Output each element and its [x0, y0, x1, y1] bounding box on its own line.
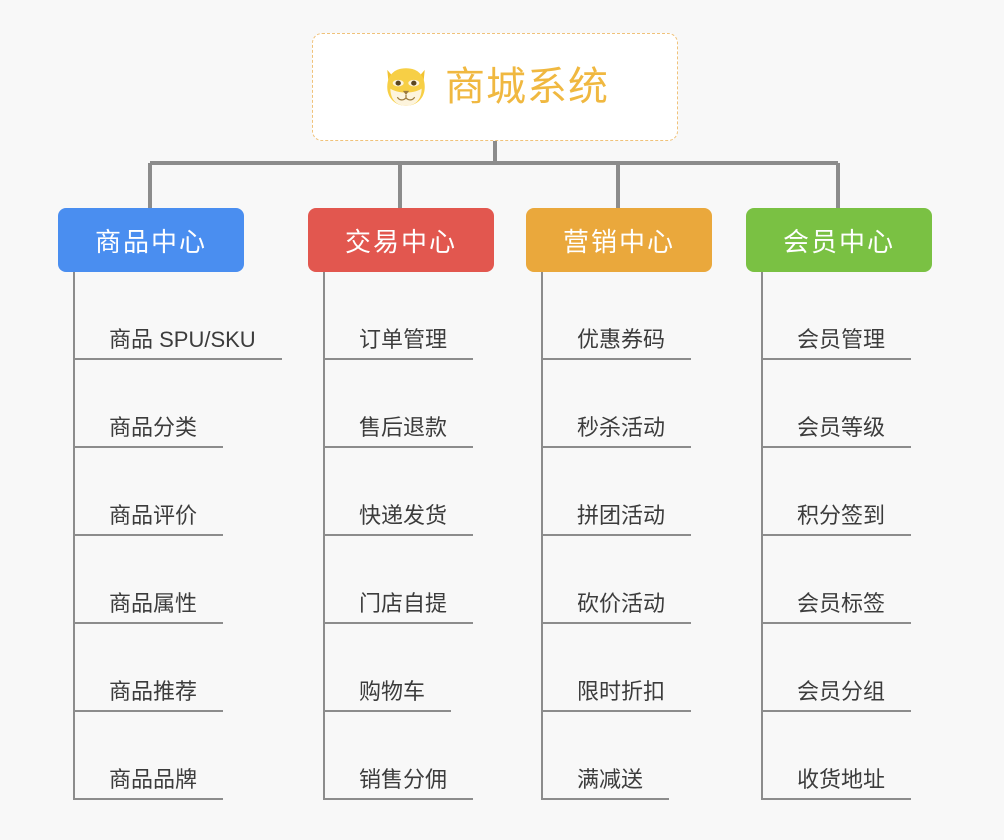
- category-header-marketing-center[interactable]: 营销中心: [526, 208, 712, 272]
- leaf-item[interactable]: 商品分类: [73, 360, 282, 448]
- leaf-item-label: 门店自提: [323, 591, 474, 624]
- leaf-item-label: 限时折扣: [541, 679, 692, 712]
- leaf-item[interactable]: 砍价活动: [541, 536, 692, 624]
- leaf-item-label: 优惠券码: [541, 327, 692, 360]
- leaf-item-label: 购物车: [323, 679, 452, 712]
- leaf-item[interactable]: 快递发货: [323, 448, 474, 536]
- leaf-item[interactable]: 会员分组: [761, 624, 912, 712]
- category-header-product-center[interactable]: 商品中心: [58, 208, 244, 272]
- leaf-item-label: 会员等级: [761, 415, 912, 448]
- leaf-item[interactable]: 购物车: [323, 624, 473, 712]
- leaf-item-label: 商品评价: [73, 503, 224, 536]
- leaf-item-label: 秒杀活动: [541, 415, 692, 448]
- leaf-item[interactable]: 优惠券码: [541, 272, 692, 360]
- leaf-item-label: 满减送: [541, 767, 670, 800]
- leaf-item[interactable]: 商品评价: [73, 448, 282, 536]
- leaf-item-label: 会员管理: [761, 327, 912, 360]
- dog-face-icon: [387, 68, 425, 106]
- leaf-item[interactable]: 订单管理: [323, 272, 474, 360]
- leaf-item-label: 商品 SPU/SKU: [73, 327, 282, 360]
- category-header-label: 交易中心: [344, 226, 457, 257]
- leaf-item[interactable]: 会员标签: [761, 536, 912, 624]
- leaf-list-marketing-center: 优惠券码 秒杀活动 拼团活动 砍价活动 限时折扣 满减送: [541, 272, 692, 800]
- leaf-item[interactable]: 积分签到: [761, 448, 912, 536]
- leaf-list-product-center: 商品 SPU/SKU 商品分类 商品评价 商品属性 商品推荐 商品品牌: [73, 272, 282, 800]
- leaf-list-trade-center: 订单管理 售后退款 快递发货 门店自提 购物车 销售分佣: [323, 272, 474, 800]
- root-title: 商城系统: [445, 65, 609, 109]
- category-header-label: 营销中心: [562, 226, 675, 257]
- leaf-item-label: 会员分组: [761, 679, 912, 712]
- leaf-item-label: 砍价活动: [541, 591, 692, 624]
- category-header-member-center[interactable]: 会员中心: [746, 208, 932, 272]
- leaf-item[interactable]: 商品 SPU/SKU: [73, 272, 282, 360]
- root-node[interactable]: 商城系统: [312, 33, 678, 141]
- leaf-item[interactable]: 满减送: [541, 712, 691, 800]
- leaf-item[interactable]: 销售分佣: [323, 712, 474, 800]
- leaf-item-label: 会员标签: [761, 591, 912, 624]
- category-header-trade-center[interactable]: 交易中心: [308, 208, 494, 272]
- leaf-list-member-center: 会员管理 会员等级 积分签到 会员标签 会员分组 收货地址: [761, 272, 912, 800]
- leaf-item[interactable]: 门店自提: [323, 536, 474, 624]
- leaf-item[interactable]: 拼团活动: [541, 448, 692, 536]
- leaf-item[interactable]: 商品推荐: [73, 624, 282, 712]
- leaf-item-label: 销售分佣: [323, 767, 474, 800]
- leaf-item-label: 订单管理: [323, 327, 474, 360]
- leaf-item[interactable]: 商品属性: [73, 536, 282, 624]
- leaf-item[interactable]: 售后退款: [323, 360, 474, 448]
- leaf-item[interactable]: 商品品牌: [73, 712, 282, 800]
- leaf-item-label: 售后退款: [323, 415, 474, 448]
- leaf-item-label: 商品属性: [73, 591, 224, 624]
- leaf-item-label: 快递发货: [323, 503, 474, 536]
- leaf-item-label: 商品推荐: [73, 679, 224, 712]
- leaf-item-label: 拼团活动: [541, 503, 692, 536]
- leaf-item[interactable]: 秒杀活动: [541, 360, 692, 448]
- leaf-item-label: 商品分类: [73, 415, 224, 448]
- category-header-label: 商品中心: [94, 226, 207, 257]
- leaf-item-label: 收货地址: [761, 767, 912, 800]
- leaf-item-label: 商品品牌: [73, 767, 224, 800]
- category-header-label: 会员中心: [782, 226, 895, 257]
- leaf-item[interactable]: 收货地址: [761, 712, 912, 800]
- leaf-item-label: 积分签到: [761, 503, 912, 536]
- leaf-item[interactable]: 会员管理: [761, 272, 912, 360]
- leaf-item[interactable]: 限时折扣: [541, 624, 692, 712]
- leaf-item[interactable]: 会员等级: [761, 360, 912, 448]
